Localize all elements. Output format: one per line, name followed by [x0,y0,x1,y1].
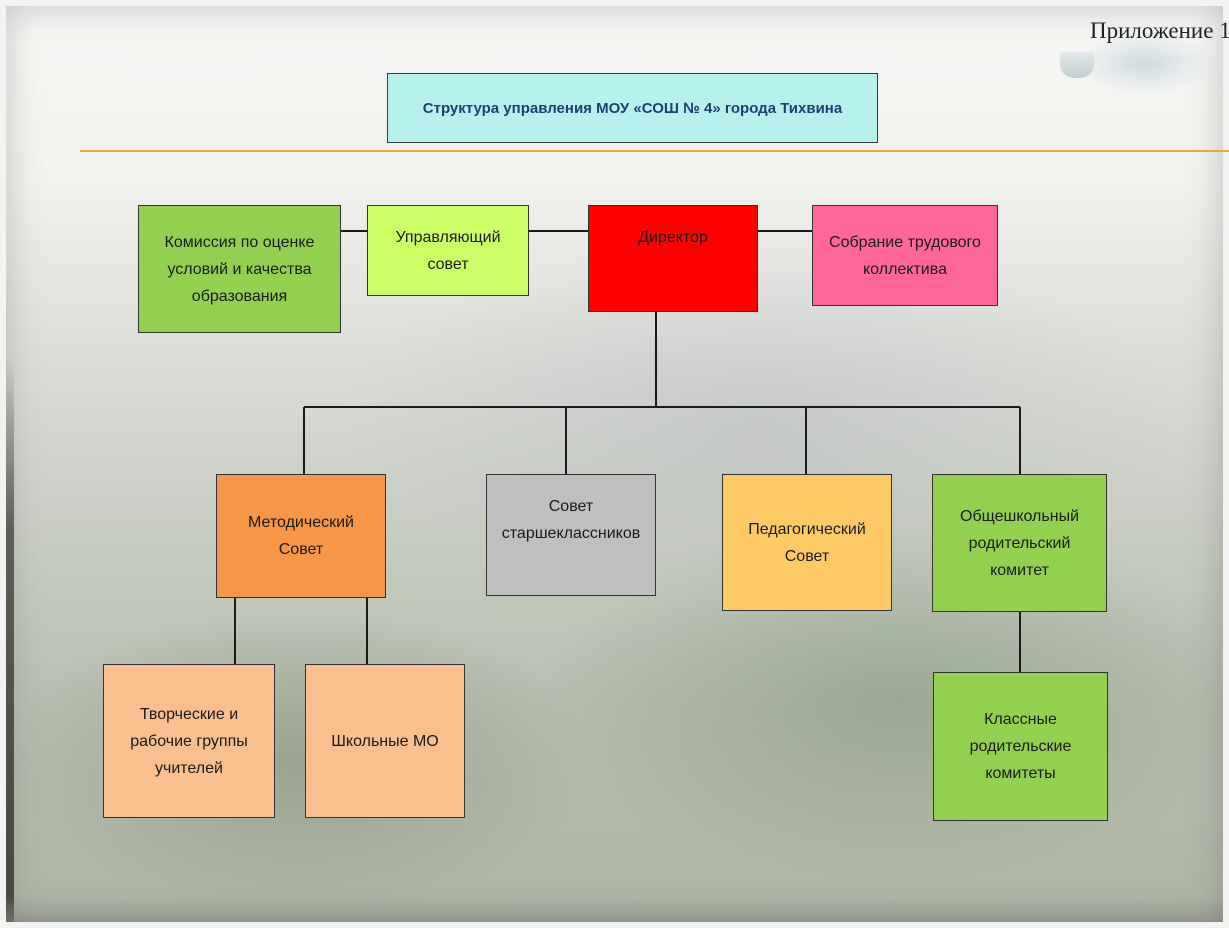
node-school-mo: Школьные МО [305,664,465,818]
corner-cup-icon [1060,52,1094,78]
node-labor-assembly: Собрание трудового коллектива [812,205,998,306]
node-managing-council: Управляющий совет [367,205,529,296]
appendix-label: Приложение 1 [1090,18,1229,43]
node-pedagogical-council: Педагогический Совет [722,474,892,611]
node-commission: Комиссия по оценке условий и качества об… [138,205,341,333]
node-creative-groups: Творческие и рабочие группы учителей [103,664,275,818]
node-class-parents-committees: Классные родительские комитеты [933,672,1108,821]
diagram-title: Структура управления МОУ «СОШ № 4» город… [387,73,878,143]
node-parents-committee: Общешкольный родительский комитет [932,474,1107,612]
background-left-edge [0,360,14,928]
node-senior-students-council: Совет старшеклассников [486,474,656,596]
node-methodical-council: Методический Совет [216,474,386,598]
background-bottom-edge [0,896,1229,928]
title-divider [80,150,1229,152]
node-director: Директор [588,205,758,312]
